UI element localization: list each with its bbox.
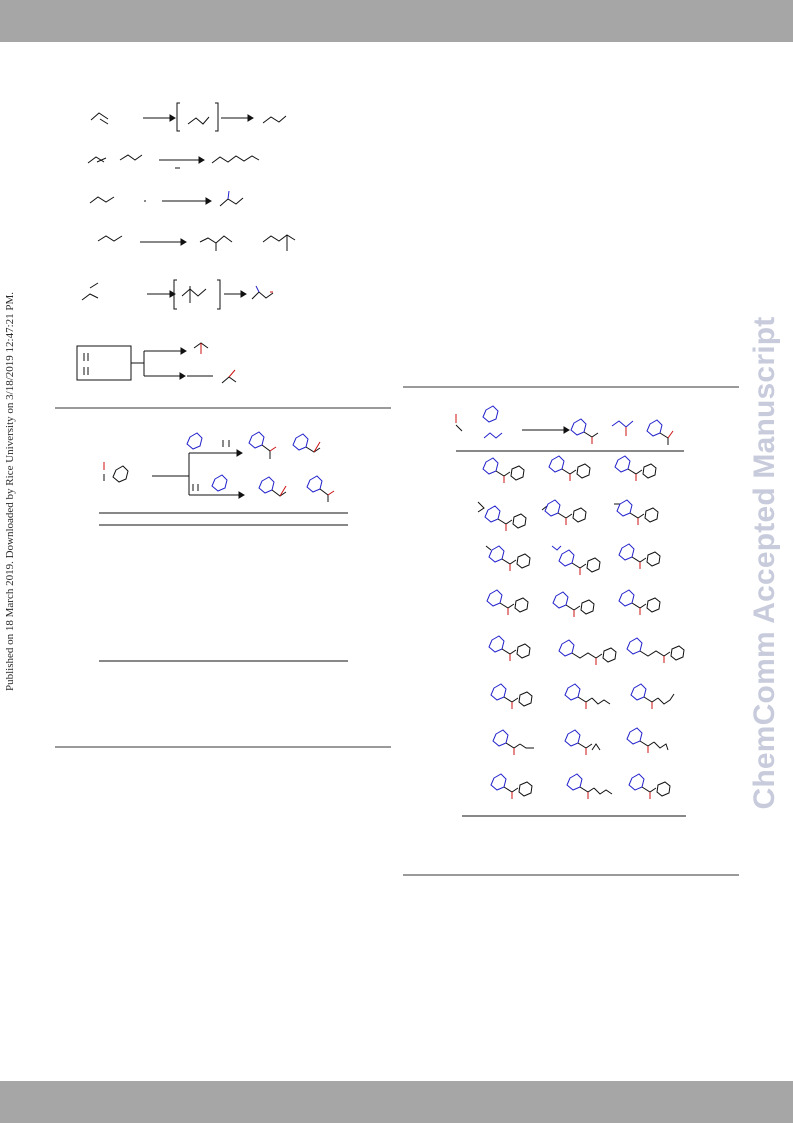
scheme-row-4 bbox=[97, 234, 296, 251]
scope-table-rules bbox=[456, 450, 686, 817]
scope-compound bbox=[485, 545, 531, 571]
scheme-divider-left-top bbox=[55, 407, 391, 409]
scope-compound bbox=[564, 729, 601, 755]
scope-compound bbox=[626, 637, 685, 663]
scheme-row-5 bbox=[81, 279, 274, 310]
scheme-row-3 bbox=[89, 190, 244, 207]
scheme-2 bbox=[103, 431, 335, 502]
scope-compound bbox=[548, 455, 591, 481]
scope-compound bbox=[552, 591, 595, 617]
scope-compound bbox=[490, 773, 533, 799]
scope-compound bbox=[566, 773, 613, 799]
scope-compound bbox=[490, 683, 533, 709]
scope-compound bbox=[626, 727, 669, 753]
scope-compound bbox=[486, 589, 529, 615]
scope-compound bbox=[628, 773, 671, 799]
scope-compound bbox=[551, 545, 601, 575]
footer-band bbox=[0, 1081, 793, 1123]
scope-grid bbox=[477, 455, 685, 799]
table-divider-right-top bbox=[403, 386, 739, 388]
scheme-row-6 bbox=[76, 342, 237, 384]
scope-header-reaction bbox=[455, 405, 674, 445]
table-divider-right-bottom bbox=[403, 874, 739, 876]
scheme-2-table-rules bbox=[99, 512, 348, 662]
scope-compound bbox=[614, 455, 657, 481]
scope-compound bbox=[492, 729, 534, 755]
scope-compound bbox=[630, 683, 675, 709]
scope-compound bbox=[477, 501, 527, 531]
scope-compound bbox=[488, 635, 531, 661]
scope-compound bbox=[614, 499, 659, 525]
scope-compound bbox=[482, 457, 525, 483]
scheme-row-1 bbox=[90, 102, 287, 132]
scope-compound bbox=[541, 499, 587, 525]
header-band bbox=[0, 0, 793, 42]
scheme-divider-left-bottom bbox=[55, 746, 391, 748]
scope-compound bbox=[618, 589, 661, 615]
scheme-row-2 bbox=[87, 154, 260, 169]
scope-compound bbox=[564, 683, 611, 709]
scope-compound bbox=[558, 639, 617, 665]
scope-compound bbox=[618, 543, 661, 569]
